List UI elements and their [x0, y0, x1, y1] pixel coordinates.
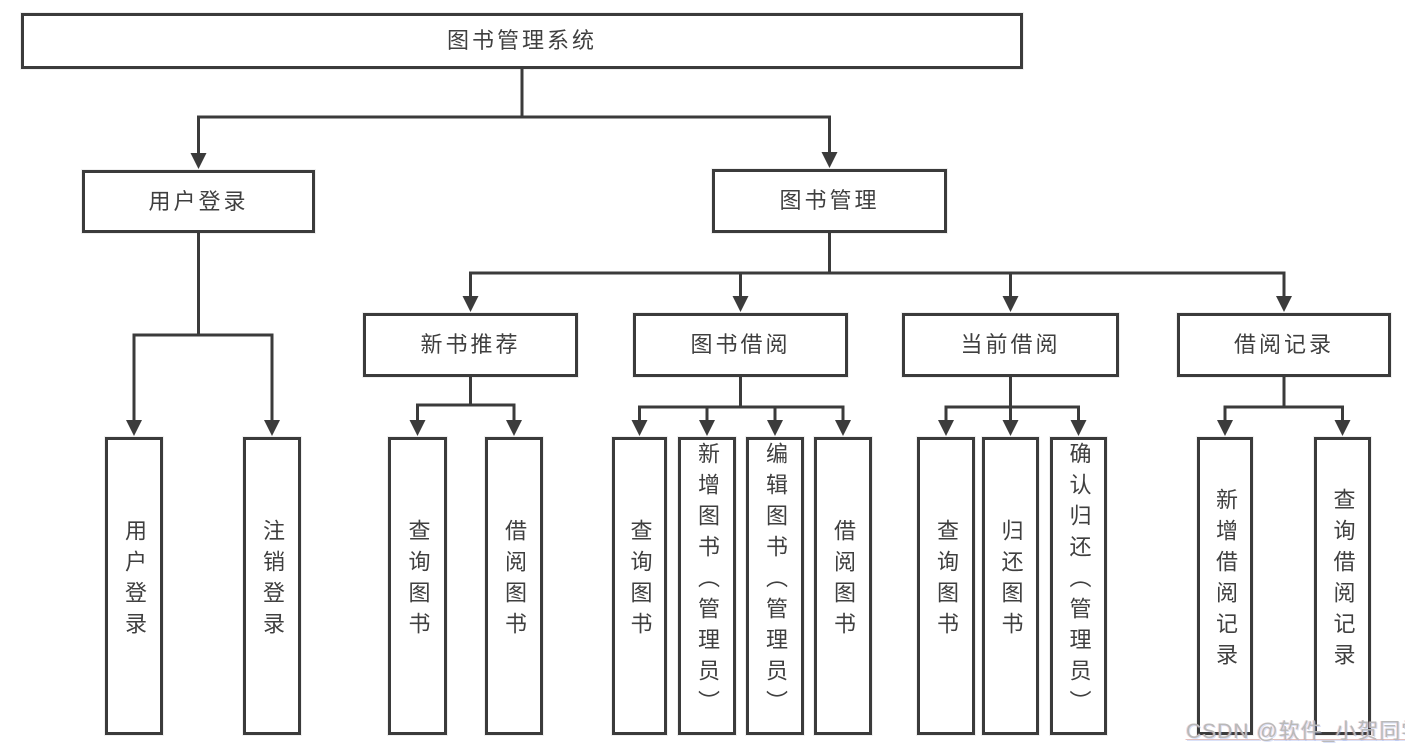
node-label: 用户登录	[148, 188, 249, 214]
node-leaf-logout: 注销登录	[243, 437, 301, 735]
arrowhead-icon	[1276, 296, 1292, 312]
node-borrow-record: 借阅记录	[1177, 313, 1391, 377]
node-leaf-edit-book-admin: 编辑图书（管理员）	[746, 437, 804, 735]
node-label: 查询借阅记录	[1330, 488, 1356, 674]
node-label: 新增图书（管理员）	[695, 441, 720, 721]
watermark: CSDN @软件_小贺同学	[1186, 720, 1405, 743]
node-leaf-query-book-2: 查询图书	[612, 437, 667, 735]
arrowhead-icon	[767, 420, 783, 436]
node-book-borrow: 图书借阅	[633, 313, 848, 377]
arrowhead-icon	[1217, 420, 1233, 436]
node-label: 用户登录	[122, 519, 147, 643]
node-label: 图书管理系统	[446, 28, 597, 53]
arrowhead-icon	[938, 420, 954, 436]
node-new-book-recommend: 新书推荐	[363, 313, 578, 377]
node-label: 查询图书	[627, 519, 653, 643]
node-label: 确认归还（管理员）	[1066, 441, 1092, 721]
node-label: 归还图书	[998, 519, 1024, 643]
node-leaf-query-book-1: 查询图书	[388, 437, 447, 735]
node-leaf-borrow-book-2: 借阅图书	[814, 437, 872, 735]
node-label: 当前借阅	[960, 332, 1061, 357]
node-label: 编辑图书（管理员）	[763, 441, 788, 721]
arrowhead-icon	[821, 152, 838, 168]
arrowhead-icon	[506, 420, 522, 436]
node-label: 查询图书	[934, 519, 959, 643]
node-label: 查询图书	[405, 519, 431, 643]
arrowhead-icon	[1070, 420, 1087, 436]
arrowhead-icon	[631, 420, 648, 436]
node-leaf-query-book-3: 查询图书	[917, 437, 975, 735]
node-label: 借阅图书	[831, 519, 856, 643]
node-user-login: 用户登录	[82, 170, 315, 233]
node-leaf-borrow-book-1: 借阅图书	[485, 437, 543, 735]
arrowhead-icon	[126, 420, 142, 436]
node-leaf-return-book: 归还图书	[982, 437, 1039, 735]
arrowhead-icon	[732, 296, 749, 312]
arrowhead-icon	[1002, 420, 1019, 436]
arrowhead-icon	[462, 296, 479, 312]
arrowhead-icon	[699, 420, 715, 436]
node-label: 注销登录	[260, 519, 285, 643]
node-leaf-add-borrow-record: 新增借阅记录	[1197, 437, 1253, 735]
arrowhead-icon	[1334, 420, 1351, 436]
arrowhead-icon	[835, 420, 851, 436]
node-label: 图书管理	[779, 188, 880, 213]
arrowhead-icon	[1002, 296, 1019, 312]
node-root-system: 图书管理系统	[21, 13, 1023, 69]
node-leaf-user-login: 用户登录	[105, 437, 163, 735]
arrowhead-icon	[264, 420, 280, 436]
node-current-borrow: 当前借阅	[902, 313, 1119, 377]
node-label: 图书借阅	[690, 332, 791, 357]
node-label: 借阅图书	[502, 519, 527, 643]
node-leaf-query-borrow-record: 查询借阅记录	[1314, 437, 1371, 735]
node-leaf-confirm-return-admin: 确认归还（管理员）	[1050, 437, 1107, 735]
node-leaf-add-book-admin: 新增图书（管理员）	[678, 437, 736, 735]
arrowhead-icon	[190, 153, 207, 169]
node-book-management: 图书管理	[712, 169, 947, 233]
node-label: 新书推荐	[420, 332, 521, 357]
node-label: 借阅记录	[1233, 332, 1334, 357]
arrowhead-icon	[409, 420, 426, 436]
node-label: 新增借阅记录	[1213, 488, 1238, 674]
